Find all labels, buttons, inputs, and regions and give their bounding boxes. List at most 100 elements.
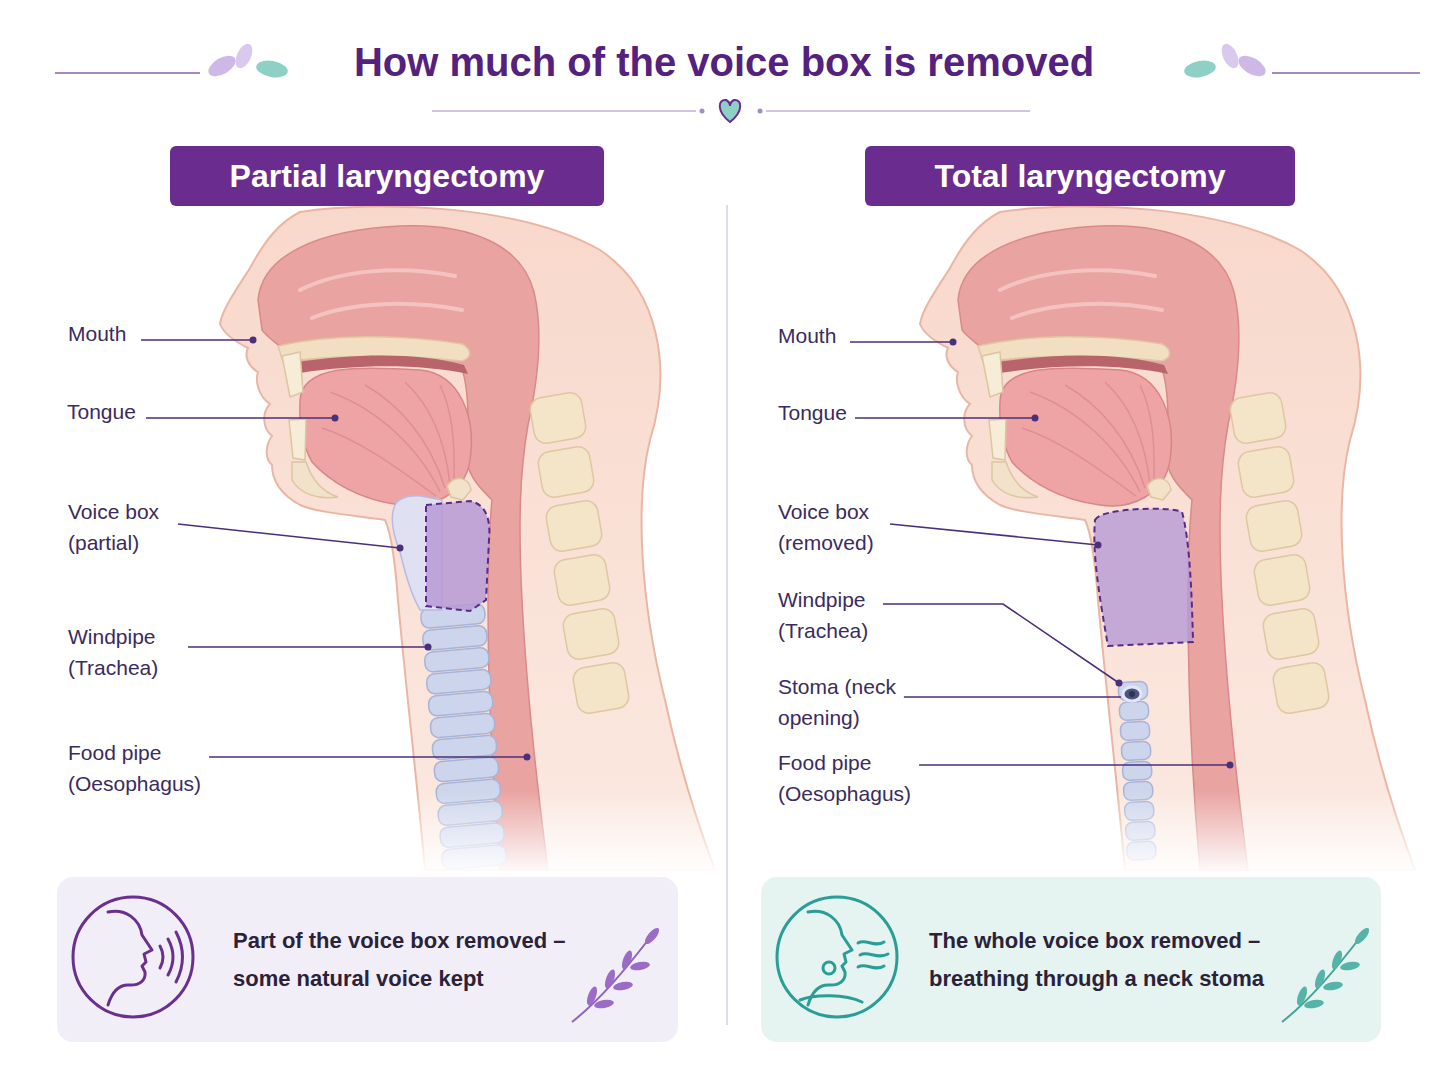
leader-dot [1032,415,1039,422]
trachea-ring [430,713,495,739]
leader-dot [950,339,957,346]
part-label: Tongue [778,397,898,428]
leaf [1353,926,1372,946]
leader-dots [250,337,1234,769]
trachea-ring [426,669,491,695]
icon-ring [73,897,193,1017]
leaf [1330,949,1344,971]
leaf [1322,980,1343,991]
part-label: Food pipe (Oesophagus) [68,737,198,799]
panel-heading-box: Partial laryngectomy [170,146,604,206]
leaf [1183,58,1217,79]
panel-heading-box: Total laryngectomy [865,146,1295,206]
leader-dot [1227,762,1234,769]
sprig-stem [572,935,652,1022]
leaf [1313,968,1327,990]
summary-box: Part of the voice box removed – some nat… [57,877,678,1042]
shoulder-line [800,996,862,1002]
leader-dot [332,415,339,422]
trachea-ring [428,691,493,717]
sound-wave [160,946,163,968]
part-label: Voice box (partial) [68,496,186,558]
leaf [612,980,633,991]
leader-dot [1116,680,1123,687]
voice-box-removed-part [426,501,489,611]
leader-line [850,341,953,343]
stoma-centre [1129,691,1135,697]
leaf [603,968,617,990]
face-profile [108,911,152,1005]
leader-line [883,604,1119,683]
sprig-stem [1282,935,1362,1022]
leader-dot [1095,542,1102,549]
air-flow [858,942,884,944]
trachea-ring [434,757,499,783]
part-label: Food pipe (Oesophagus) [778,747,908,809]
summary-text: Part of the voice box removed – some nat… [233,922,593,998]
leader-line [178,524,400,548]
speaking-icon [73,897,193,1017]
divider [726,205,728,1025]
panel-heading: Partial laryngectomy [230,156,545,196]
leader-line [855,417,1035,419]
leader-line [141,339,253,341]
leader-line [209,756,527,758]
leaf [643,926,662,946]
leaf [1295,985,1309,1007]
face-profile [808,911,852,1005]
breathing-icon [777,897,897,1017]
trachea-ring [1120,721,1150,740]
leaf [1218,41,1242,70]
dot [758,109,763,114]
panel-heading: Total laryngectomy [934,156,1225,196]
trachea-ring [1119,701,1149,720]
head-section [220,206,715,870]
sound-wave [176,932,183,982]
head-section [920,206,1415,870]
part-label: Stoma (neck opening) [778,671,900,733]
leaf [629,960,650,971]
summary-text: The whole voice box removed – breathing … [929,922,1289,998]
title: How much of the voice box is removed [0,38,1448,86]
leader-line [890,524,1098,545]
leaf [620,949,634,971]
leader-line [919,764,1230,766]
trachea-ring [422,625,487,651]
trachea-ring [1118,681,1148,700]
leader-line [146,417,335,419]
leader-dot [397,545,404,552]
rule-line [1272,72,1420,74]
air-flow [860,954,888,956]
leaf [205,52,239,81]
part-label: Tongue [67,396,187,427]
icon-ring [777,897,897,1017]
leader-line [904,696,1121,698]
part-label: Voice box (removed) [778,496,896,558]
trachea-ring [424,647,489,673]
leaf [1339,960,1360,971]
trachea-ring [1122,761,1152,780]
part-label: Mouth [68,318,188,349]
part-label: Windpipe (Trachea) [778,584,896,646]
voice-box-removed [1094,509,1193,646]
leaf [593,998,614,1009]
rule-line [766,110,1030,111]
heart [720,100,741,122]
leader-dot [425,644,432,651]
stoma [1123,687,1141,701]
rule-line [55,72,200,74]
leaf [232,41,256,70]
part-label: Mouth [778,320,898,351]
summary-box: The whole voice box removed – breathing … [761,877,1381,1042]
sound-wave [168,939,173,975]
stoma-symbol [823,962,835,974]
leader-line [188,646,428,648]
leaf [1303,998,1324,1009]
air-flow [858,966,884,968]
leader-lines [141,340,1230,765]
trachea-ring [1121,741,1151,760]
leaf [255,58,289,79]
leader-dot [250,337,257,344]
leaf [585,985,599,1007]
